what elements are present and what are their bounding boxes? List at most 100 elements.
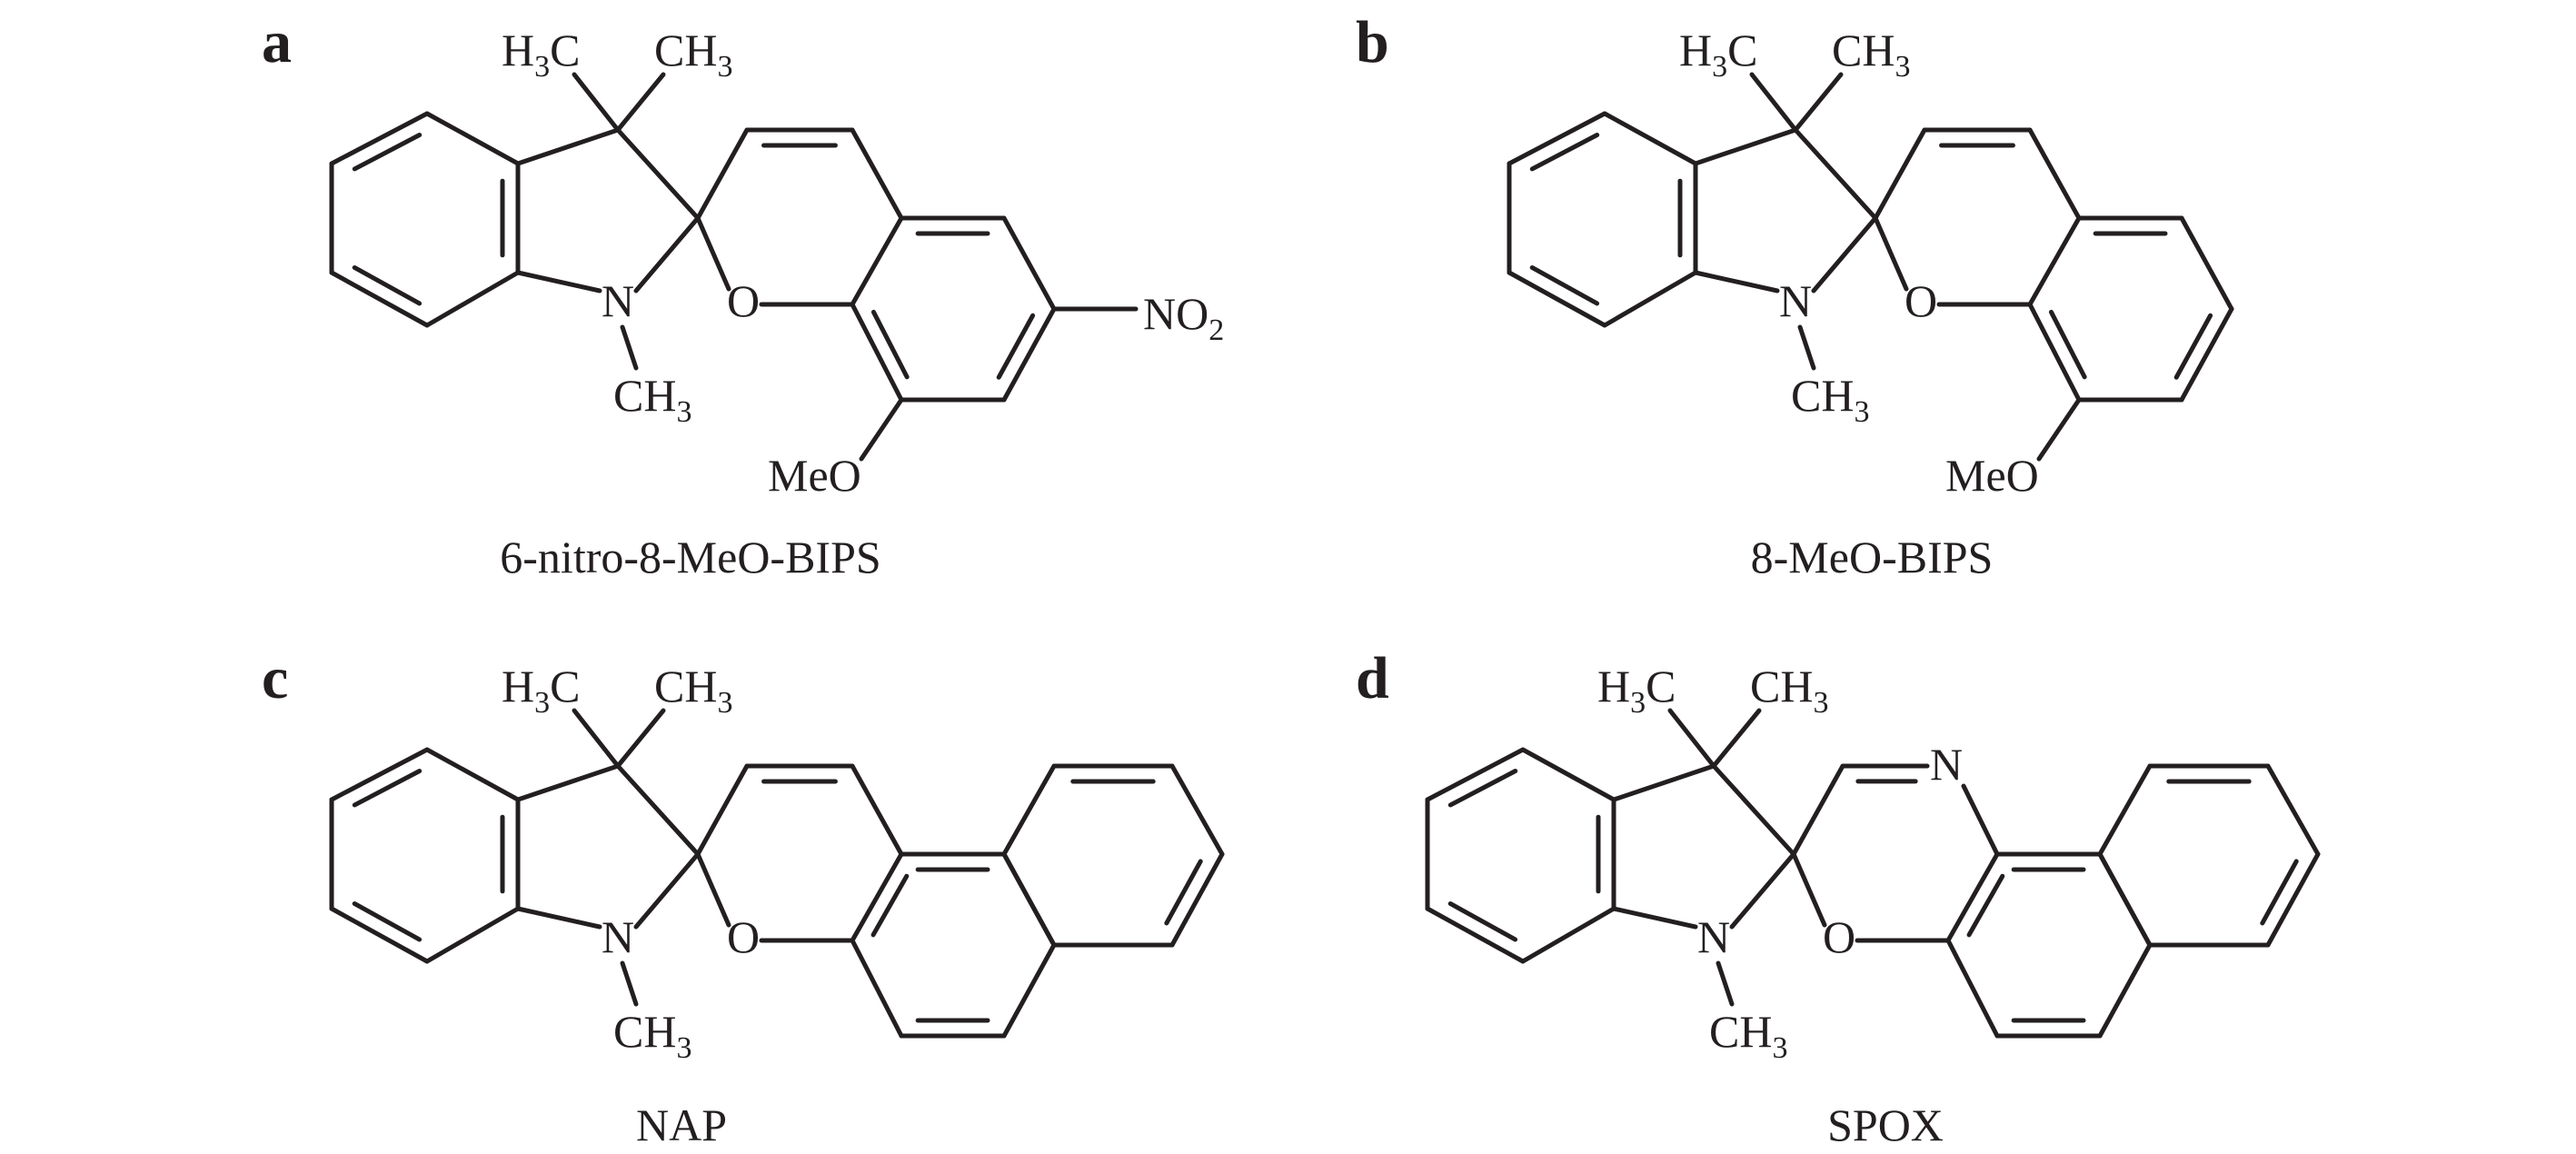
struct-d-n-aryl-bond bbox=[1961, 783, 2000, 857]
struct-d-naph-ring2-bond bbox=[2097, 763, 2153, 857]
label-n-a: N bbox=[602, 275, 634, 326]
label-ch3-top-d: CH3 bbox=[1750, 661, 1828, 720]
struct-c-benzene-bond bbox=[424, 906, 521, 964]
struct-d-naph-ring1-inner-bond bbox=[1966, 873, 2005, 938]
struct-d-c3-bond bbox=[1611, 763, 1716, 802]
struct-d-naph-ring1-bond bbox=[1945, 938, 2000, 1039]
struct-b-aryl-inner-bond bbox=[2048, 309, 2087, 380]
struct-d-n-methyl-bond bbox=[1716, 960, 1735, 1007]
struct-a-aryl-bond bbox=[1001, 306, 1057, 403]
struct-b-benzene-inner-bond bbox=[1529, 133, 1600, 172]
label-h3c-b: H3C bbox=[1679, 25, 1757, 84]
struct-b-aryl-bond bbox=[2179, 306, 2234, 403]
struct-d-naph-ring2-bond bbox=[2265, 851, 2321, 948]
label-meo-a: MeO bbox=[768, 450, 861, 501]
struct-c-naph-ring1-bond bbox=[1001, 942, 1057, 1039]
struct-c-benzene-bond bbox=[329, 906, 430, 964]
struct-a-pyran-bond bbox=[850, 127, 904, 221]
struct-d-benzene-inner-bond bbox=[1447, 900, 1518, 942]
struct-b-benzene-bond bbox=[1507, 270, 1607, 328]
struct-d-n-spiro-bond bbox=[1729, 851, 1796, 930]
struct-d-n-aryl-bond bbox=[1611, 906, 1698, 930]
struct-d-methyl-left-bond bbox=[1667, 708, 1716, 769]
struct-d-methyl-right-bond bbox=[1711, 708, 1762, 769]
struct-c-benzene-bond bbox=[329, 747, 430, 802]
panel-letter-d: d bbox=[1356, 645, 1389, 711]
caption-d: SPOX bbox=[1827, 1099, 1944, 1150]
panel-letter-b: b bbox=[1356, 9, 1389, 75]
struct-c-naph-ring2-bond bbox=[1169, 851, 1225, 948]
label-ch3-top-a: CH3 bbox=[654, 25, 732, 84]
struct-b-n-methyl-bond bbox=[1797, 324, 1816, 371]
struct-b-benzene-bond bbox=[1602, 270, 1698, 328]
struct-c-naph-ring1-inner-bond bbox=[870, 873, 910, 938]
struct-b-aryl-bond bbox=[2027, 302, 2082, 403]
struct-d-naph-ring2-inner-bond bbox=[2260, 859, 2299, 926]
label-nch3-a: CH3 bbox=[613, 370, 691, 429]
label-nch3-c: CH3 bbox=[613, 1006, 691, 1065]
struct-a-benzene-inner-bond bbox=[352, 264, 423, 306]
struct-d-spiro-o-bond bbox=[1791, 851, 1827, 928]
struct-d-benzene-inner-bond bbox=[1447, 769, 1518, 808]
struct-b-pyran-bond bbox=[1873, 127, 1927, 221]
label-n-c: N bbox=[602, 911, 634, 962]
panel-letter-a: a bbox=[262, 9, 292, 75]
label-h3c-c: H3C bbox=[502, 661, 580, 720]
struct-c-pyran-bond bbox=[850, 763, 904, 857]
label-o-c: O bbox=[727, 911, 760, 962]
struct-b-aryl-inner-bond bbox=[2173, 313, 2213, 380]
struct-c-benzene-inner-bond bbox=[352, 900, 423, 942]
struct-a-n-spiro-bond bbox=[633, 215, 701, 293]
struct-a-benzene-inner-bond bbox=[352, 133, 423, 172]
struct-c-benzene-inner-bond bbox=[352, 769, 423, 808]
struct-c-pyran-bond bbox=[695, 763, 750, 857]
struct-b-benzene-inner-bond bbox=[1529, 264, 1600, 306]
struct-c-naph-ring2-bond bbox=[1001, 763, 1057, 857]
struct-b-spiro-bond bbox=[1793, 127, 1878, 221]
label-o-b: O bbox=[1905, 275, 1937, 326]
struct-d-naph-ring2-bond bbox=[2265, 763, 2321, 857]
struct-d-naph-ring2-bond bbox=[2097, 851, 2153, 948]
struct-a-c3-bond bbox=[515, 127, 621, 166]
struct-b-methyl-right-bond bbox=[1793, 72, 1844, 133]
label-meo-b: MeO bbox=[1945, 450, 2039, 501]
caption-b: 8-MeO-BIPS bbox=[1751, 532, 1994, 582]
struct-a-meo-bond bbox=[859, 397, 904, 462]
label-o-a: O bbox=[727, 275, 760, 326]
struct-a-pyran-bond bbox=[695, 127, 750, 221]
struct-b-pyran-bond bbox=[2027, 127, 2082, 221]
struct-a-methyl-left-bond bbox=[572, 72, 621, 133]
struct-b-aryl-bond bbox=[2027, 215, 2082, 307]
struct-c-n-aryl-bond bbox=[515, 906, 602, 930]
struct-d-oxazine-bond bbox=[1791, 763, 1845, 857]
struct-c-n-spiro-bond bbox=[633, 851, 701, 930]
label-n-b: N bbox=[1779, 275, 1812, 326]
panel-letter-c: c bbox=[262, 645, 288, 711]
struct-a-aryl-inner-bond bbox=[870, 309, 910, 380]
struct-a-aryl-bond bbox=[1001, 215, 1057, 312]
label-ch3-top-c: CH3 bbox=[654, 661, 732, 720]
struct-c-naph-ring1-bond bbox=[850, 938, 904, 1039]
struct-c-methyl-left-bond bbox=[572, 708, 621, 769]
struct-b-methyl-left-bond bbox=[1749, 72, 1798, 133]
label-ch3-top-b: CH3 bbox=[1832, 25, 1910, 84]
struct-a-n-methyl-bond bbox=[620, 324, 639, 371]
struct-a-benzene-bond bbox=[329, 270, 430, 328]
struct-b-aryl-bond bbox=[2179, 215, 2234, 312]
struct-b-c3-bond bbox=[1693, 127, 1798, 166]
struct-a-n-aryl-bond bbox=[515, 270, 602, 293]
struct-b-meo-bond bbox=[2036, 397, 2082, 462]
label-ring-n-d: N bbox=[1930, 739, 1963, 790]
struct-b-benzene-bond bbox=[1507, 111, 1607, 166]
struct-c-naph-ring2-inner-bond bbox=[1164, 859, 1203, 926]
struct-c-naph-ring1-bond bbox=[850, 851, 904, 943]
struct-a-spiro-bond bbox=[615, 127, 701, 221]
label-nch3-b: CH3 bbox=[1791, 370, 1869, 429]
struct-b-n-spiro-bond bbox=[1811, 215, 1878, 293]
struct-c-benzene-bond bbox=[424, 747, 521, 802]
struct-c-c3-bond bbox=[515, 763, 621, 802]
struct-a-aryl-bond bbox=[850, 302, 904, 403]
struct-c-naph-ring2-bond bbox=[1001, 851, 1057, 948]
